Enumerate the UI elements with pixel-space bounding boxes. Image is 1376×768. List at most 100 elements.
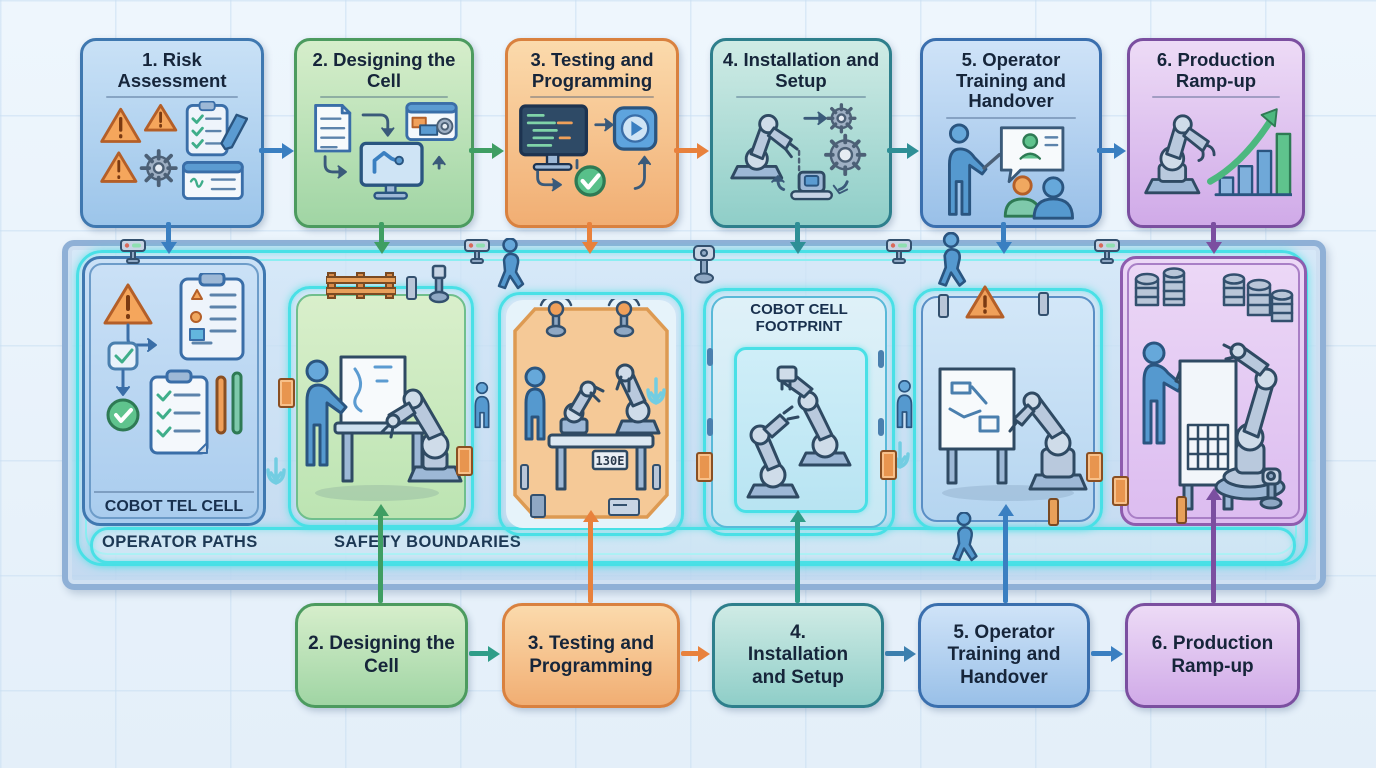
check-circle-icon xyxy=(106,398,140,432)
risk-cell-label: COBOT TEL CELL xyxy=(93,491,255,516)
factory-floor-wall xyxy=(62,240,1326,590)
gear-icon xyxy=(139,149,178,188)
door-icon xyxy=(1086,452,1103,482)
stage-title: 2. Designing the Cell xyxy=(312,49,456,91)
check-circle-icon xyxy=(574,165,606,198)
pencil-icon xyxy=(220,114,248,151)
arrow-stage5-down xyxy=(1001,222,1006,244)
stage-title: 2. Designing the Cell xyxy=(308,633,455,677)
safety-sensor-icon xyxy=(120,239,146,264)
safety-boundary-inner xyxy=(85,259,1297,555)
testing-zone-octagon xyxy=(513,307,669,519)
parts-stack-icon xyxy=(1134,267,1294,323)
card-reader-icon xyxy=(608,498,640,516)
arrow-stage2-to-3 xyxy=(469,148,493,153)
operator-paths-label: OPERATOR PATHS xyxy=(102,533,258,551)
arrow-stage1-to-2 xyxy=(259,148,283,153)
bottom-stage-installation: 4. Installation and Setup xyxy=(712,603,884,708)
door-icon xyxy=(696,452,713,482)
door-icon xyxy=(1112,476,1129,506)
gear-icon xyxy=(436,118,454,136)
pen-icon xyxy=(215,375,227,435)
stage-box-installation: 4. Installation and Setup xyxy=(710,38,892,228)
arrow-bottom5-to-6 xyxy=(1091,651,1112,656)
safety-boundaries-label: SAFETY BOUNDARIES xyxy=(334,533,522,551)
robot-arm-icon xyxy=(776,365,852,467)
bottom-stage-testing: 3. Testing and Programming xyxy=(502,603,680,708)
testing-cell-art: 130E xyxy=(513,299,669,519)
stage-title: 5. Operator Training and Handover xyxy=(956,49,1066,112)
walking-person-icon xyxy=(497,238,525,290)
bottom-stage-designing: 2. Designing the Cell xyxy=(295,603,468,708)
standing-person-icon xyxy=(474,382,490,429)
robot-arm-icon xyxy=(1144,114,1216,195)
footprint-robots-art xyxy=(746,365,852,499)
divider xyxy=(106,96,238,99)
divider xyxy=(529,96,655,99)
standing-person-icon xyxy=(524,366,546,388)
safety-post-icon xyxy=(938,294,949,318)
cell-designing xyxy=(288,286,474,528)
wall-slot xyxy=(878,350,884,368)
stage-title: 1. Risk Assessment xyxy=(117,49,227,91)
stage-title: 6. Production Ramp-up xyxy=(1156,49,1276,91)
design-cell-art xyxy=(305,355,463,501)
workbench-icon xyxy=(547,433,655,449)
divider xyxy=(735,96,867,99)
speech-bubble-icon xyxy=(999,126,1065,184)
crossing-marker-icon xyxy=(266,457,286,485)
warning-triangle-icon xyxy=(965,285,1005,319)
safety-beacon-icon xyxy=(1259,467,1283,510)
wall-slot xyxy=(707,418,713,436)
walking-person-icon xyxy=(938,232,967,287)
cell-footprint: COBOT CELL FOOTPRINT xyxy=(703,288,895,536)
standing-person-icon xyxy=(896,380,913,429)
door-icon xyxy=(278,378,295,408)
standing-person-icon xyxy=(1142,341,1166,365)
gear-icon xyxy=(824,134,867,177)
hmi-display xyxy=(591,449,629,471)
cell-testing: 130E xyxy=(498,292,684,536)
arrow-stage4-down xyxy=(795,222,800,244)
stage-title: 6. Production Ramp-up xyxy=(1151,633,1274,677)
arrow-stage2-down xyxy=(379,222,384,244)
cad-monitor-icon xyxy=(359,142,424,188)
cell-risk-inner-border xyxy=(89,263,259,519)
safety-sensor-icon xyxy=(1094,239,1120,264)
rampup-icons xyxy=(1144,108,1292,197)
crossing-marker-icon xyxy=(646,377,666,405)
fence-icon xyxy=(326,272,396,299)
arrow-stage5-to-6 xyxy=(1097,148,1115,153)
robot-arm-icon xyxy=(746,405,800,499)
training-cell-art xyxy=(938,367,1088,501)
arrow-stage3-to-4 xyxy=(674,148,698,153)
bottom-stage-training: 5. Operator Training and Handover xyxy=(918,603,1090,708)
training-icons xyxy=(948,123,1074,220)
arrow-stage1-down xyxy=(166,222,171,244)
trainees-icon xyxy=(1003,175,1074,220)
arrow-stage4-to-5 xyxy=(887,148,908,153)
robot-arm-icon xyxy=(615,363,661,435)
designing-icons xyxy=(314,102,458,201)
door-icon xyxy=(456,446,473,476)
safety-post-icon xyxy=(1176,496,1187,524)
standing-person-icon xyxy=(305,359,329,383)
divider xyxy=(945,117,1077,120)
safety-beacon-icon xyxy=(428,264,450,304)
growth-arrow-icon xyxy=(1206,113,1277,186)
robot-arm-icon xyxy=(559,380,605,435)
cell-training xyxy=(913,288,1103,530)
testing-icons xyxy=(519,104,658,198)
stage-title: 3. Testing and Programming xyxy=(527,633,655,677)
robot-arm-icon xyxy=(730,114,799,180)
stage-box-testing: 3. Testing and Programming xyxy=(505,38,679,228)
arrow-bottom4-up xyxy=(795,520,800,603)
production-cell-art xyxy=(1134,267,1294,511)
installation-icons xyxy=(730,103,867,201)
robot-arm-icon xyxy=(1008,391,1088,491)
stage-box-designing: 2. Designing the Cell xyxy=(294,38,474,228)
safety-post-icon xyxy=(406,276,417,300)
arrow-stage6-down xyxy=(1211,222,1216,244)
safety-post-icon xyxy=(1038,292,1049,316)
